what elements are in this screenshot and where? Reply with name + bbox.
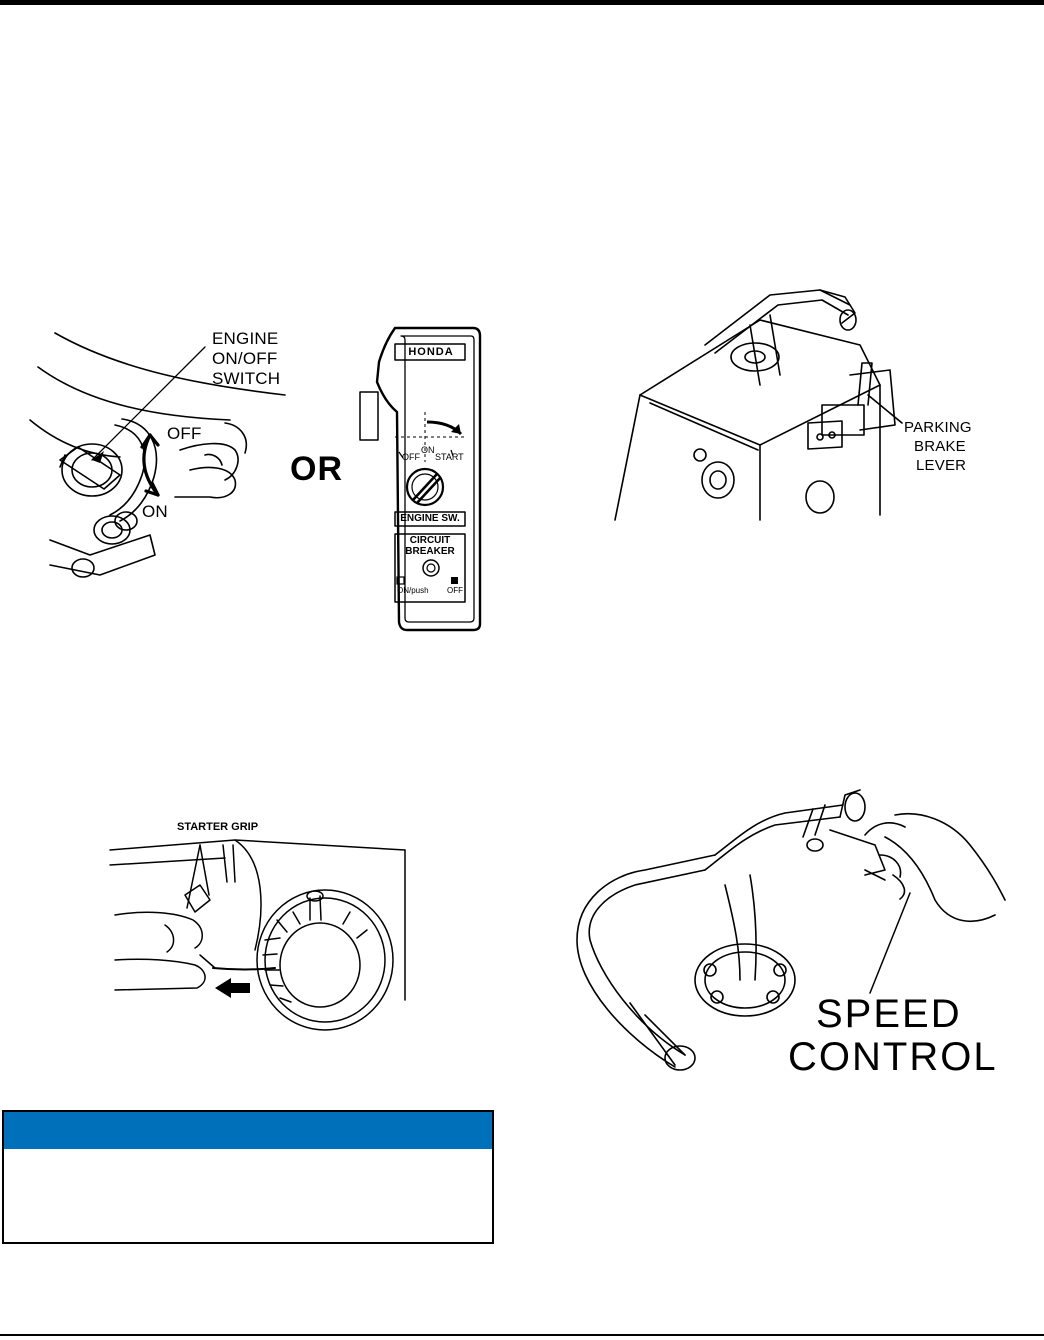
engine-switch-off-label: OFF	[167, 424, 202, 443]
bottom-rule	[0, 1334, 1044, 1336]
panel-breaker-label-line2: BREAKER	[405, 546, 455, 557]
starter-grip-figure: STARTER GRIP	[105, 820, 410, 1035]
or-separator: OR	[290, 450, 343, 488]
panel-breaker-on-label: ON/push	[397, 586, 429, 595]
speed-control-label-line2: CONTROL	[788, 1035, 998, 1079]
parking-brake-illustration	[614, 289, 903, 521]
engine-switch-on-label: ON	[142, 502, 168, 521]
engine-switch-label-line1: ENGINE	[212, 329, 279, 348]
engine-switch-label-line2: ON/OFF	[212, 349, 278, 368]
parking-brake-figure: PARKING BRAKE LEVER	[610, 275, 980, 525]
panel-breaker-off-label: OFF	[447, 586, 463, 595]
engine-switch-label-line3: SWITCH	[212, 369, 281, 388]
panel-engine-sw-label: ENGINE SW.	[400, 513, 460, 524]
switch-panel-figure: HONDA OFF ON START ENGINE SW. CIRCUIT BR…	[355, 322, 485, 632]
speed-control-label-line1: SPEED	[816, 992, 962, 1036]
panel-brand-label: HONDA	[408, 346, 454, 358]
engine-switch-figure: ENGINE ON/OFF SWITCH OFF ON	[29, 325, 360, 585]
speed-control-figure: SPEED CONTROL	[575, 775, 1015, 1079]
parking-brake-label-line3: LEVER	[916, 457, 967, 474]
starter-grip-label: STARTER GRIP	[177, 821, 259, 833]
panel-off-label: OFF	[402, 452, 420, 462]
parking-brake-label-line2: BRAKE	[914, 438, 966, 455]
panel-breaker-label-line1: CIRCUIT	[409, 535, 451, 546]
panel-on-label: ON	[421, 445, 435, 455]
engine-switch-illustration	[29, 332, 286, 578]
starter-grip-illustration	[109, 839, 406, 1031]
caution-callout-box	[2, 1110, 494, 1244]
switch-panel-illustration	[359, 326, 482, 632]
speed-control-illustration	[576, 789, 1006, 1071]
parking-brake-label-line1: PARKING	[904, 419, 972, 436]
callout-header-bar	[4, 1112, 492, 1149]
panel-start-label: START	[435, 452, 464, 462]
top-rule	[0, 0, 1044, 5]
